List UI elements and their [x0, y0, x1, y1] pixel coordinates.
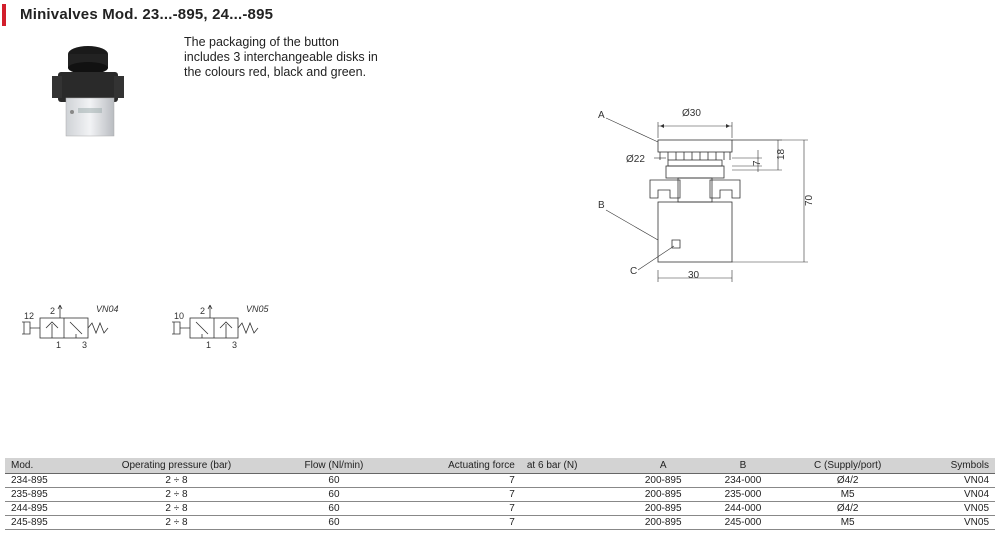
dim-70: 70 — [804, 194, 815, 206]
symbol-vn05: 10 2 1 3 VN05 — [172, 304, 270, 350]
port-top: 2 — [200, 306, 205, 316]
header-mod: Mod. — [5, 458, 77, 474]
header-pressure: Operating pressure (bar) — [77, 458, 276, 474]
port-left: 10 — [174, 311, 184, 321]
cell-force: 7 — [391, 487, 521, 502]
table-row: 244-895 2 ÷ 8 60 7 200-895 244-000 Ø4/2 … — [5, 501, 995, 516]
cell-symbols: VN05 — [912, 501, 995, 516]
dim-inner-diameter: Ø22 — [626, 154, 645, 165]
symbol-code: VN05 — [246, 304, 270, 314]
cell-flow: 60 — [275, 515, 392, 530]
dimension-drawing: A B C Ø30 Ø22 30 7 18 70 — [598, 108, 815, 282]
cell-b: 234-000 — [703, 473, 783, 488]
symbol-vn04: 12 2 1 3 VN04 — [22, 304, 119, 350]
cell-c: Ø4/2 — [782, 501, 913, 516]
cell-a: 200-895 — [623, 473, 704, 488]
description-line: includes 3 interchangeable disks in — [184, 50, 378, 64]
header-flow: Flow (Nl/min) — [275, 458, 392, 474]
cell-a: 200-895 — [623, 501, 704, 516]
header-c: C (Supply/port) — [782, 458, 913, 474]
header-a: A — [623, 458, 704, 474]
cell-flow: 60 — [275, 487, 392, 502]
dim-outer-diameter: Ø30 — [682, 108, 701, 119]
cell-pressure: 2 ÷ 8 — [77, 515, 276, 530]
port-1: 1 — [56, 340, 61, 350]
dim-7: 7 — [752, 160, 763, 166]
cell-pressure: 2 ÷ 8 — [77, 487, 276, 502]
description-line: the colours red, black and green. — [184, 65, 367, 79]
cell-mod: 235-895 — [5, 487, 77, 502]
cell-at6 — [520, 473, 624, 488]
port-top: 2 — [50, 306, 55, 316]
cell-force: 7 — [391, 501, 521, 516]
symbol-code: VN04 — [96, 304, 119, 314]
table-row: 234-895 2 ÷ 8 60 7 200-895 234-000 Ø4/2 … — [5, 473, 995, 488]
page-title: Minivalves Mod. 23...-895, 24...-895 — [20, 6, 274, 23]
port-left: 12 — [24, 311, 34, 321]
cell-symbols: VN04 — [912, 487, 995, 502]
title-accent-bar — [2, 4, 6, 26]
cell-at6 — [520, 515, 624, 530]
port-3: 3 — [82, 340, 87, 350]
dim-18: 18 — [776, 148, 787, 160]
label-c: C — [630, 266, 637, 277]
cell-b: 235-000 — [703, 487, 783, 502]
table-header-row: Mod. Operating pressure (bar) Flow (Nl/m… — [5, 458, 995, 474]
description-line: The packaging of the button — [184, 35, 339, 49]
cell-mod: 244-895 — [5, 501, 77, 516]
label-a: A — [598, 110, 605, 121]
cell-c: Ø4/2 — [782, 473, 913, 488]
label-b: B — [598, 200, 605, 211]
port-1: 1 — [206, 340, 211, 350]
cell-flow: 60 — [275, 473, 392, 488]
product-photo — [52, 46, 124, 137]
dim-body-width: 30 — [688, 270, 700, 281]
specifications-table: Mod. Operating pressure (bar) Flow (Nl/m… — [5, 458, 995, 530]
table-row: 245-895 2 ÷ 8 60 7 200-895 245-000 M5 VN… — [5, 515, 995, 530]
cell-symbols: VN04 — [912, 473, 995, 488]
cell-pressure: 2 ÷ 8 — [77, 501, 276, 516]
port-3: 3 — [232, 340, 237, 350]
cell-c: M5 — [782, 515, 913, 530]
cell-at6 — [520, 501, 624, 516]
cell-b: 245-000 — [703, 515, 783, 530]
cell-flow: 60 — [275, 501, 392, 516]
cell-mod: 234-895 — [5, 473, 77, 488]
header-at6: at 6 bar (N) — [520, 458, 624, 474]
cell-b: 244-000 — [703, 501, 783, 516]
cell-symbols: VN05 — [912, 515, 995, 530]
cell-force: 7 — [391, 473, 521, 488]
header-b: B — [703, 458, 783, 474]
cell-mod: 245-895 — [5, 515, 77, 530]
cell-a: 200-895 — [623, 515, 704, 530]
cell-a: 200-895 — [623, 487, 704, 502]
cell-force: 7 — [391, 515, 521, 530]
cell-c: M5 — [782, 487, 913, 502]
table-row: 235-895 2 ÷ 8 60 7 200-895 235-000 M5 VN… — [5, 487, 995, 502]
cell-pressure: 2 ÷ 8 — [77, 473, 276, 488]
cell-at6 — [520, 487, 624, 502]
header-force: Actuating force — [391, 458, 521, 474]
header-symbols: Symbols — [912, 458, 995, 474]
product-description: The packaging of the button includes 3 i… — [184, 35, 484, 80]
